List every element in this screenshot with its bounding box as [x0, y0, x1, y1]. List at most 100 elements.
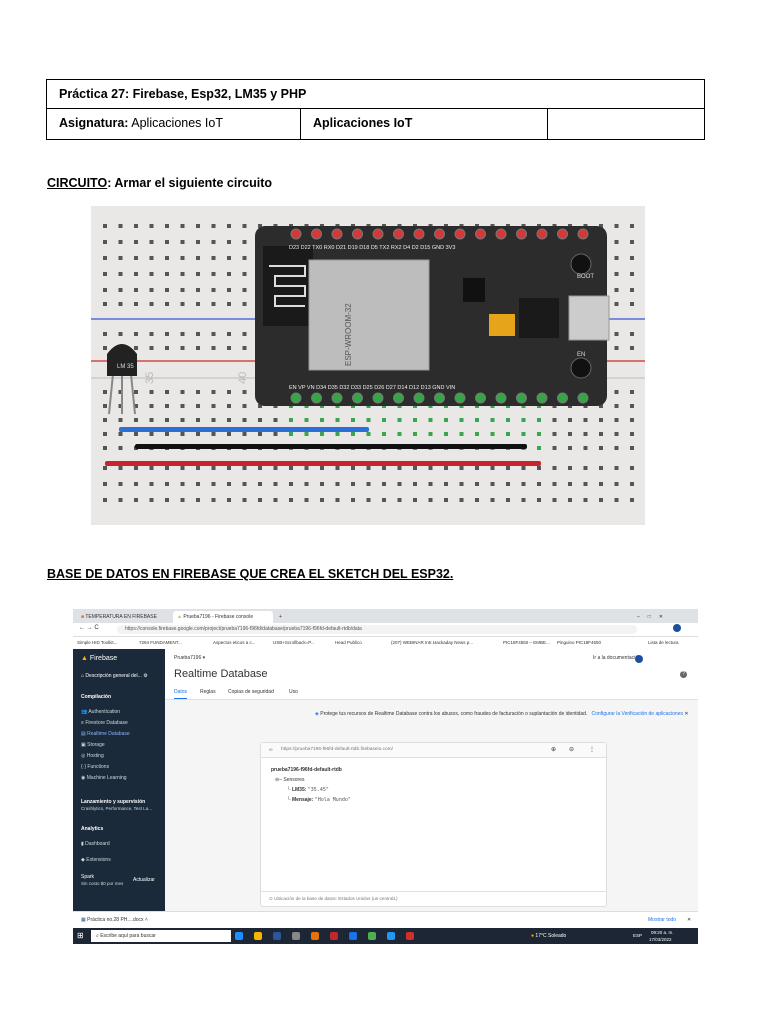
weather-widget[interactable]: ● 17°C Soleado [531, 933, 566, 939]
breadboard-hole [165, 482, 169, 486]
breadboard-hole [196, 482, 200, 486]
sun-icon: ● [531, 933, 535, 939]
breadboard-hole [475, 418, 479, 422]
browser-tab-1[interactable]: ■ TEMPERATURA EN FIREBASE [77, 611, 171, 623]
banner-link[interactable]: Configurar la Verificación de aplicacion… [591, 711, 683, 717]
breadboard-hole [506, 466, 510, 470]
breadboard-hole [397, 498, 402, 502]
bookmark-item[interactable]: Head Publico [335, 640, 362, 645]
breadboard-hole [227, 288, 231, 292]
new-tab-icon[interactable]: + [279, 614, 282, 620]
column-40-label: 40 [237, 372, 249, 384]
bookmark-item[interactable]: Aspectos eticos a c... [213, 640, 256, 645]
empty-cell [548, 109, 704, 139]
bookmark-item[interactable]: Simple HID Toolkit... [77, 640, 118, 645]
sidebar-item[interactable]: ≡ Firestore Database [81, 720, 128, 726]
bookmark-item[interactable]: Lista de lectura [648, 640, 679, 645]
breadboard-hole [490, 466, 495, 470]
taskbar-app-icon[interactable] [273, 932, 281, 940]
bookmark-item[interactable]: Pinguino PIC18F4550 [557, 640, 602, 645]
bookmark-item[interactable]: USB+Scrollback=P... [273, 640, 315, 645]
circuit-heading: CIRCUITO: Armar el siguiente circuito [47, 176, 272, 190]
esp32-pin [331, 392, 343, 404]
taskbar-app-icon[interactable] [330, 932, 338, 940]
add-icon[interactable]: ⊕ [551, 747, 557, 753]
close-downloads-icon[interactable]: ✕ [687, 917, 692, 923]
breadboard-hole [180, 272, 185, 276]
taskbar-app-icon[interactable] [349, 932, 357, 940]
language-indicator[interactable]: ESP [633, 933, 643, 938]
breadboard-hole [428, 482, 433, 486]
bookmark-item[interactable]: PIC18F4550 – EMBE... [503, 640, 550, 645]
breadboard-hole [242, 404, 247, 408]
breadboard-hole [428, 418, 433, 422]
tab-2-label: Prueba7196 - Firebase console [183, 614, 254, 620]
tab-2[interactable]: Copias de seguridad [228, 689, 274, 695]
tab-0[interactable]: Datos [174, 689, 188, 699]
tab-3[interactable]: Uso [289, 689, 298, 695]
bookmark-item[interactable]: 7294 FUNDAMENT... [139, 640, 182, 645]
close-icon[interactable]: ✕ [684, 711, 689, 717]
taskbar-app-icon[interactable] [292, 932, 300, 940]
breadboard-hole [490, 432, 495, 436]
taskbar-search-input[interactable]: ⌕ Escribe aquí para buscar [91, 930, 231, 942]
breadboard-hole [630, 404, 634, 408]
sidebar-item[interactable]: ◎ Hosting [81, 753, 104, 759]
breadboard-hole [506, 482, 510, 486]
breadboard-hole [211, 432, 216, 436]
user-avatar[interactable] [635, 655, 643, 663]
profile-avatar[interactable] [673, 624, 681, 632]
taskbar-app-icon[interactable] [235, 932, 243, 940]
breadboard-hole [180, 404, 185, 408]
lm35-entry[interactable]: └ LM35: "35.45" [287, 787, 329, 793]
windows-start-icon[interactable]: ⊞ [77, 931, 84, 940]
nav-back-forward-reload-icon[interactable]: ← → C [79, 625, 99, 631]
breadboard-hole [180, 224, 185, 228]
breadboard-hole [103, 346, 107, 350]
sensores-node[interactable]: ⊖– Sensores [275, 777, 305, 783]
sidebar-item[interactable]: ▣ Storage [81, 742, 105, 748]
sidebar-item-extensions[interactable]: ◆ Extensions [81, 857, 111, 863]
help-icon[interactable]: ? [680, 671, 687, 678]
show-all-link[interactable]: Mostrar todo [648, 917, 677, 923]
breadboard-hole [134, 466, 138, 470]
bookmark-item[interactable]: Hackaday News p... [433, 640, 474, 645]
browser-tab-2[interactable]: ▲ Prueba7196 - Firebase console [173, 611, 273, 623]
taskbar-app-icon[interactable] [368, 932, 376, 940]
taskbar-app-icon[interactable] [311, 932, 319, 940]
sidebar-item-dashboard[interactable]: ▮ Dashboard [81, 841, 110, 847]
breadboard-hole [227, 432, 231, 436]
taskbar-app-icon[interactable] [254, 932, 262, 940]
download-item[interactable]: ▦ Práctica no.28 PH....docx ˄ [81, 917, 148, 923]
remove-icon[interactable]: ⊖ [569, 747, 575, 753]
breadboard-hole [211, 498, 216, 502]
tab-1[interactable]: Reglas [200, 689, 216, 695]
window-controls[interactable]: –□✕ [637, 614, 671, 620]
db-root[interactable]: prueba7196-f96fd-default-rtdb [271, 767, 342, 773]
sidebar-item-label: Authentication [88, 709, 121, 715]
sidebar-item[interactable]: 👥 Authentication [81, 709, 120, 715]
upgrade-button[interactable]: Actualizar [133, 877, 155, 883]
taskbar-app-icon[interactable] [387, 932, 395, 940]
more-icon[interactable]: ⋮ [589, 747, 595, 753]
breadboard-hole [273, 418, 278, 422]
breadboard-hole [211, 404, 216, 408]
url-input[interactable]: https://console.firebase.google.com/proj… [117, 625, 637, 634]
taskbar-app-icon[interactable] [406, 932, 414, 940]
mensaje-entry[interactable]: └ Mensaje: "Hola Mundo" [287, 797, 351, 803]
bookmark-item[interactable]: (207) WEBINAR Intr... [391, 640, 436, 645]
esp32-pin [352, 228, 363, 240]
breadboard-hole [211, 272, 216, 276]
breadboard-hole [537, 418, 541, 422]
gear-icon[interactable]: ⚙ [143, 673, 148, 679]
docs-link[interactable]: Ir a la documentación [593, 655, 641, 661]
breadboard-hole [134, 432, 138, 436]
project-selector[interactable]: Prueba7196 ▾ [174, 655, 206, 661]
sidebar-item[interactable]: ▤ Realtime Database [81, 731, 130, 737]
sidebar-item[interactable]: ◉ Machine Learning [81, 775, 127, 781]
breadboard-hole [258, 466, 262, 470]
breadboard-hole [118, 272, 123, 276]
sidebar-item[interactable]: {·} Functions [81, 764, 109, 770]
breadboard-hole [490, 482, 495, 486]
project-overview[interactable]: ⌂ Descripción general del... ⚙ [81, 673, 148, 679]
